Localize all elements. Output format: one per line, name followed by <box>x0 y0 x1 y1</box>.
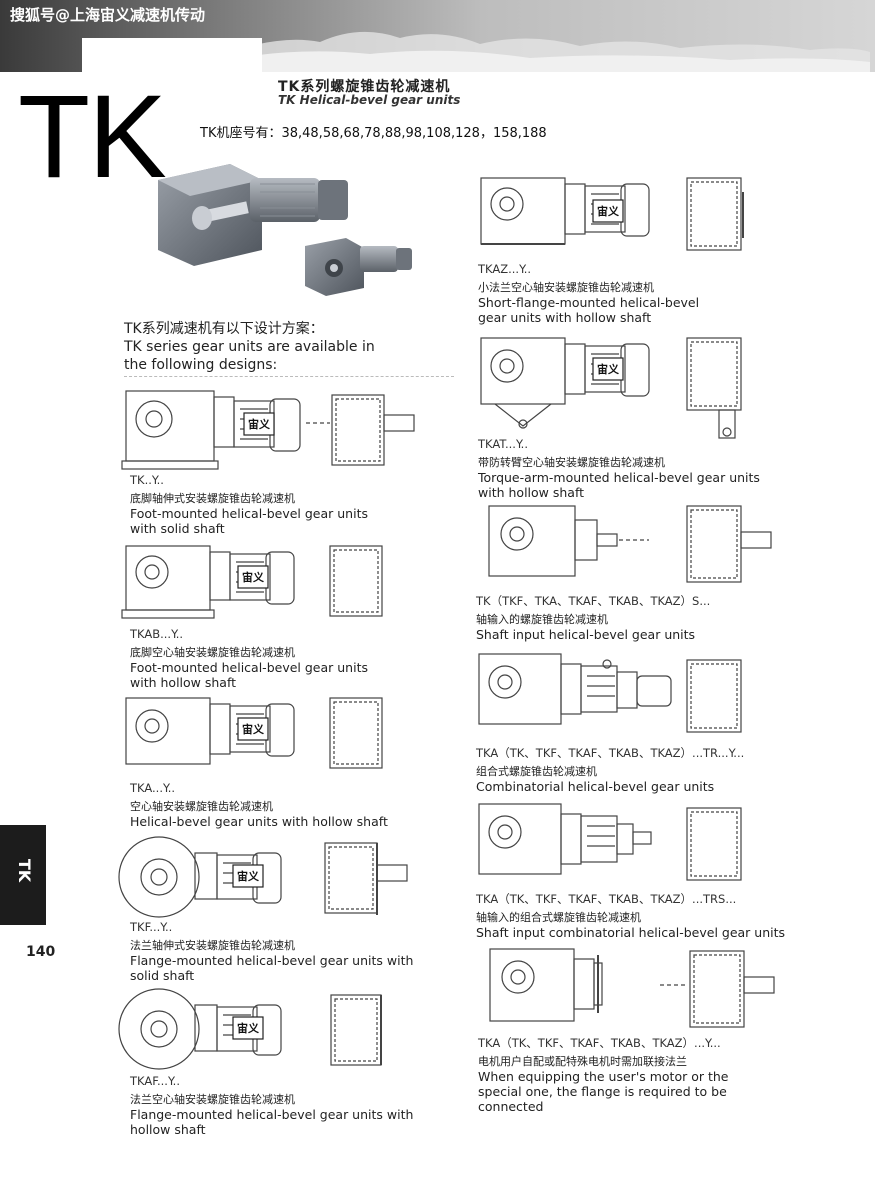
caption-right-5: TKA（TK、TKF、TKAF、TKAB、TKAZ）...Y... 电机用户自配… <box>478 1036 729 1114</box>
motor-label: 宙义 <box>242 570 265 584</box>
caption-right-1: TKAT...Y.. 带防转臂空心轴安装螺旋锥齿轮减速机 Torque-arm-… <box>478 437 760 500</box>
caption-right-3: TKA（TK、TKF、TKAF、TKAB、TKAZ）...TR...Y... 组… <box>476 746 744 794</box>
drawing-shaft-input <box>488 505 772 583</box>
watermark: 搜狐号@上海宙义减速机传动 <box>10 6 206 24</box>
design-cn: 法兰轴伸式安装螺旋锥齿轮减速机 <box>130 939 295 952</box>
intro-en-1: TK series gear units are available in <box>124 339 375 355</box>
design-cn: 底脚轴伸式安装螺旋锥齿轮减速机 <box>130 492 295 505</box>
design-code: TKAT...Y.. <box>478 437 528 451</box>
motor-label: 宙义 <box>597 362 620 376</box>
design-en: When equipping the user's motor or the <box>478 1069 729 1084</box>
page-number: 140 <box>26 944 56 960</box>
product-photo <box>158 164 412 296</box>
design-code: TKAF...Y.. <box>130 1074 180 1088</box>
design-en: Combinatorial helical-bevel gear units <box>476 779 715 794</box>
design-en: Shaft input helical-bevel gear units <box>476 627 696 642</box>
motor-label: 宙义 <box>237 869 260 883</box>
design-en: special one, the flange is required to b… <box>478 1084 727 1099</box>
drawing-tk-foot-solid: 宙义 <box>121 390 415 470</box>
design-en: with solid shaft <box>130 521 225 536</box>
design-en: Short-flange-mounted helical-bevel <box>478 295 700 310</box>
design-code: TKA（TK、TKF、TKAF、TKAB、TKAZ）...Y... <box>478 1036 721 1050</box>
caption-left-3: TKF...Y.. 法兰轴伸式安装螺旋锥齿轮减速机 Flange-mounted… <box>130 920 413 983</box>
design-cn: 轴输入的组合式螺旋锥齿轮减速机 <box>476 911 641 924</box>
title-en: TK Helical-bevel gear units <box>278 93 461 107</box>
side-tab-label: TK <box>15 858 35 883</box>
drawing-combinatorial <box>478 653 742 733</box>
design-code: TKA...Y.. <box>130 781 176 795</box>
design-en: Foot-mounted helical-bevel gear units <box>130 506 368 521</box>
drawing-tkab: 宙义 <box>121 545 383 619</box>
design-cn: 轴输入的螺旋锥齿轮减速机 <box>476 613 608 626</box>
design-code: TK（TKF、TKA、TKAF、TKAB、TKAZ）S... <box>476 594 711 608</box>
models-line: TK机座号有：38,48,58,68,78,88,98,108,128，158,… <box>200 126 547 141</box>
caption-left-4: TKAF...Y.. 法兰空心轴安装螺旋锥齿轮减速机 Flange-mounte… <box>130 1074 413 1137</box>
design-code: TKAZ...Y.. <box>478 262 532 276</box>
motor-label: 宙义 <box>248 417 271 431</box>
design-en: gear units with hollow shaft <box>478 310 652 325</box>
design-en: with hollow shaft <box>478 485 585 500</box>
big-title: TK <box>18 71 167 203</box>
header-tab <box>82 38 262 98</box>
caption-right-2: TK（TKF、TKA、TKAF、TKAB、TKAZ）S... 轴输入的螺旋锥齿轮… <box>476 594 710 642</box>
caption-right-0: TKAZ...Y.. 小法兰空心轴安装螺旋锥齿轮减速机 Short-flange… <box>478 262 699 325</box>
design-cn: 小法兰空心轴安装螺旋锥齿轮减速机 <box>478 281 654 294</box>
mountain-decoration <box>250 31 870 72</box>
intro-cn: TK系列减速机有以下设计方案： <box>124 321 324 337</box>
design-en: with hollow shaft <box>130 675 237 690</box>
drawing-user-motor-flange <box>489 948 775 1028</box>
design-code: TKA（TK、TKF、TKAF、TKAB、TKAZ）...TRS... <box>476 892 737 906</box>
caption-right-4: TKA（TK、TKF、TKAF、TKAB、TKAZ）...TRS... 轴输入的… <box>476 892 785 940</box>
title-cn: TK系列螺旋锥齿轮减速机 <box>278 79 451 95</box>
motor-label: 宙义 <box>242 722 265 736</box>
caption-left-0: TK..Y.. 底脚轴伸式安装螺旋锥齿轮减速机 Foot-mounted hel… <box>130 473 368 536</box>
design-en: connected <box>478 1099 544 1114</box>
design-cn: 带防转臂空心轴安装螺旋锥齿轮减速机 <box>478 456 665 469</box>
side-tab: TK <box>0 825 46 925</box>
design-cn: 空心轴安装螺旋锥齿轮减速机 <box>130 800 273 813</box>
design-cn: 法兰空心轴安装螺旋锥齿轮减速机 <box>130 1093 295 1106</box>
drawing-shaft-input-combinatorial <box>478 803 742 881</box>
design-en: Shaft input combinatorial helical-bevel … <box>476 925 786 940</box>
design-code: TKAB...Y.. <box>130 627 184 641</box>
motor-label: 宙义 <box>597 204 620 218</box>
design-cn: 底脚空心轴安装螺旋锥齿轮减速机 <box>130 646 295 659</box>
intro-block: TK系列减速机有以下设计方案： TK series gear units are… <box>124 320 375 374</box>
caption-left-2: TKA...Y.. 空心轴安装螺旋锥齿轮减速机 Helical-bevel ge… <box>130 781 388 829</box>
motor-label: 宙义 <box>237 1021 260 1035</box>
design-en: Torque-arm-mounted helical-bevel gear un… <box>478 470 760 485</box>
drawing-tkaz: 宙义 <box>480 177 744 251</box>
design-code: TK..Y.. <box>130 473 164 487</box>
divider <box>124 376 454 377</box>
drawing-tka: 宙义 <box>125 697 383 769</box>
design-en: hollow shaft <box>130 1122 206 1137</box>
design-en: solid shaft <box>130 968 195 983</box>
design-en: Helical-bevel gear units with hollow sha… <box>130 814 388 829</box>
drawing-tkat: 宙义 <box>480 337 742 439</box>
design-code: TKA（TK、TKF、TKAF、TKAB、TKAZ）...TR...Y... <box>476 746 745 760</box>
design-en: Foot-mounted helical-bevel gear units <box>130 660 368 675</box>
drawing-tkaf: 宙义 <box>118 988 382 1070</box>
design-cn: 组合式螺旋锥齿轮减速机 <box>476 765 597 778</box>
drawing-tkf: 宙义 <box>118 836 408 918</box>
design-cn: 电机用户自配或配特殊电机时需加联接法兰 <box>478 1055 687 1068</box>
design-en: Flange-mounted helical-bevel gear units … <box>130 953 414 968</box>
caption-left-1: TKAB...Y.. 底脚空心轴安装螺旋锥齿轮减速机 Foot-mounted … <box>130 627 368 690</box>
design-en: Flange-mounted helical-bevel gear units … <box>130 1107 414 1122</box>
intro-en-2: the following designs: <box>124 357 278 373</box>
design-code: TKF...Y.. <box>130 920 173 934</box>
